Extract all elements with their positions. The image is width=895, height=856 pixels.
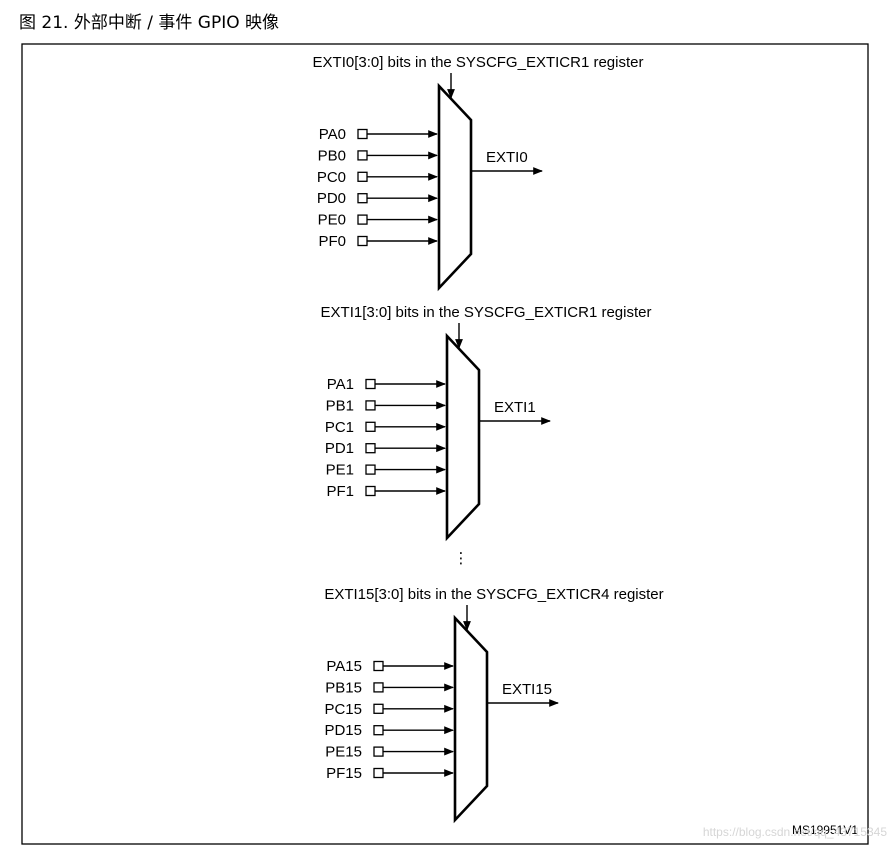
input-pin [365,421,376,432]
input-pin [373,660,384,672]
input-pin [365,378,376,390]
input-pin [373,767,384,779]
diagram-frame [21,43,869,845]
input-pin [365,443,376,454]
input-pin [357,235,368,247]
input-label-pf15: PF15 [326,765,362,782]
input-pin [357,193,368,204]
input-label-pb1: PB1 [326,397,354,414]
mux-body [453,614,489,824]
input-pin [373,725,384,736]
output-label: EXTI15 [502,681,552,698]
input-pin [365,464,376,475]
input-label-pc15: PC15 [324,701,362,718]
input-label-pf1: PF1 [326,483,354,500]
input-label-pe15: PE15 [325,744,362,761]
output-label: EXTI1 [494,399,536,416]
multiplexer-group: EXTI0[3:0] bits in the SYSCFG_EXTICR1 re… [313,54,664,824]
figure-title: 图 21. 外部中断 / 事件 GPIO 映像 [19,13,280,33]
mux-exti15: EXTI15[3:0] bits in the SYSCFG_EXTICR4 r… [324,586,664,824]
input-pin [357,214,368,225]
input-label-pc1: PC1 [325,419,354,436]
mux-exti1: EXTI1[3:0] bits in the SYSCFG_EXTICR1 re… [321,304,652,542]
input-label-pe0: PE0 [318,212,346,229]
input-label-pd1: PD1 [325,440,354,457]
input-pin [357,128,368,140]
input-pin [373,703,384,714]
mux-exti0: EXTI0[3:0] bits in the SYSCFG_EXTICR1 re… [313,54,644,292]
input-pin [373,682,384,693]
input-pin [357,150,368,161]
input-label-pb0: PB0 [318,147,346,164]
input-label-pd0: PD0 [317,190,346,207]
select-label: EXTI0[3:0] bits in the SYSCFG_EXTICR1 re… [313,54,644,71]
input-label-pa15: PA15 [326,658,362,675]
mux-body [437,82,473,292]
input-pin [365,400,376,411]
input-pin [365,485,376,497]
figure-code: MS19951V1 [792,823,858,837]
mux-body [445,332,481,542]
input-label-pd15: PD15 [324,722,362,739]
input-label-pa1: PA1 [327,376,354,393]
input-label-pa0: PA0 [319,126,346,143]
input-label-pf0: PF0 [318,233,346,250]
input-pin [373,746,384,757]
input-label-pb15: PB15 [325,679,362,696]
input-label-pe1: PE1 [326,462,354,479]
select-label: EXTI15[3:0] bits in the SYSCFG_EXTICR4 r… [324,586,663,603]
select-label: EXTI1[3:0] bits in the SYSCFG_EXTICR1 re… [321,304,652,321]
ellipsis-dots: ⋮ [454,550,469,567]
input-label-pc0: PC0 [317,169,346,186]
input-pin [357,171,368,182]
watermark-text: https://blog.csdn.net/qq_43715345 [703,825,887,839]
output-label: EXTI0 [486,149,528,166]
